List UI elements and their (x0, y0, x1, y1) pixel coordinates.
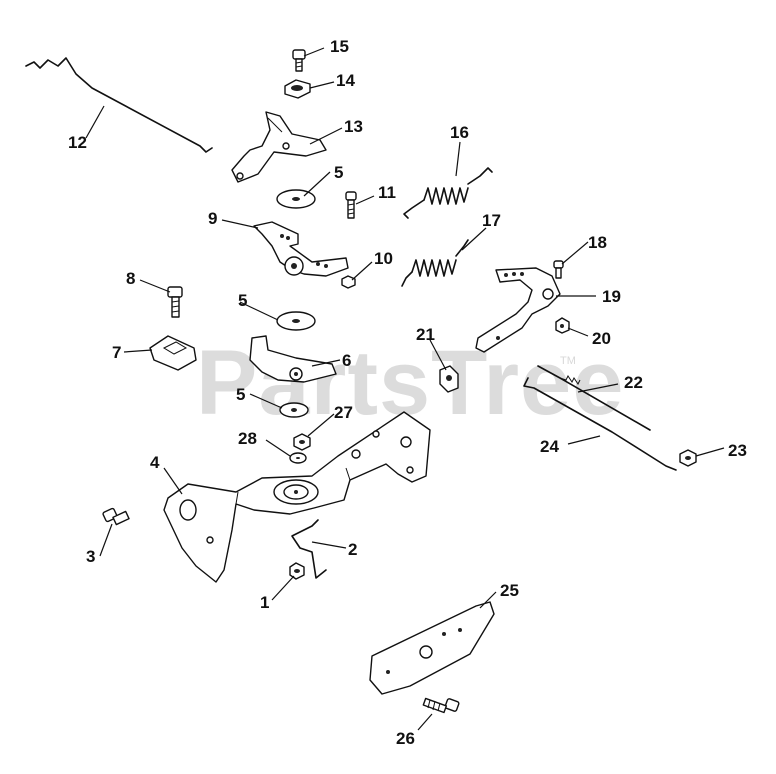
part-20-nut[interactable] (555, 317, 570, 334)
callout-5-lower[interactable]: 5 (236, 385, 245, 404)
callout-16[interactable]: 16 (450, 123, 469, 142)
part-5-washer-upper[interactable] (276, 189, 316, 209)
callout-25[interactable]: 25 (500, 581, 519, 600)
part-12-governor-link[interactable] (25, 57, 213, 153)
part-15-screw[interactable] (292, 49, 306, 72)
callout-15[interactable]: 15 (330, 37, 349, 56)
part-26-bolt[interactable] (422, 697, 460, 714)
watermark-tm: TM (560, 355, 576, 367)
callout-17[interactable]: 17 (482, 211, 501, 230)
callout-14[interactable]: 14 (336, 71, 355, 90)
callout-26[interactable]: 26 (396, 729, 415, 748)
callout-1[interactable]: 1 (260, 593, 269, 612)
callout-18[interactable]: 18 (588, 233, 607, 252)
callout-9[interactable]: 9 (208, 209, 217, 228)
part-4-control-bracket[interactable] (163, 411, 431, 583)
part-21-clamp[interactable] (439, 365, 459, 393)
callout-4[interactable]: 4 (150, 453, 160, 472)
part-19-control-lever[interactable] (475, 267, 561, 353)
part-2-spring-clip[interactable] (291, 519, 327, 579)
part-7-clip[interactable] (149, 335, 197, 371)
part-14-washer[interactable] (284, 79, 311, 99)
part-22-choke-rod[interactable] (537, 365, 651, 431)
callout-2[interactable]: 2 (348, 540, 357, 559)
callout-19[interactable]: 19 (602, 287, 621, 306)
part-13-throttle-bracket[interactable] (231, 111, 327, 183)
part-24-throttle-rod[interactable] (523, 377, 677, 471)
callout-13[interactable]: 13 (344, 117, 363, 136)
callout-5-upper[interactable]: 5 (334, 163, 343, 182)
callout-6[interactable]: 6 (342, 351, 351, 370)
part-28-washer[interactable] (289, 452, 307, 464)
part-25-plate[interactable] (369, 601, 495, 695)
part-23-nut[interactable] (679, 449, 697, 467)
part-3-screw[interactable] (102, 507, 130, 526)
part-9-lever[interactable] (253, 221, 349, 277)
part-18-screw[interactable] (553, 260, 564, 279)
callout-5-middle[interactable]: 5 (238, 291, 247, 310)
callout-11[interactable]: 11 (378, 183, 396, 202)
callout-20[interactable]: 20 (592, 329, 611, 348)
part-17-spring[interactable] (401, 239, 469, 287)
part-1-nut[interactable] (289, 562, 305, 580)
part-5-washer-middle[interactable] (276, 311, 316, 331)
part-11-screw[interactable] (345, 191, 357, 219)
callout-10[interactable]: 10 (374, 249, 393, 268)
callout-27[interactable]: 27 (334, 403, 353, 422)
part-10-nut[interactable] (341, 275, 356, 289)
callout-24[interactable]: 24 (540, 437, 559, 456)
callout-21[interactable]: 21 (416, 325, 435, 344)
part-5-washer-lower[interactable] (279, 402, 309, 418)
callout-labels: 1 2 3 4 5 5 5 6 7 8 9 10 11 12 13 14 15 … (68, 37, 747, 748)
callout-22[interactable]: 22 (624, 373, 643, 392)
callout-3[interactable]: 3 (86, 547, 95, 566)
callout-8[interactable]: 8 (126, 269, 135, 288)
callout-12[interactable]: 12 (68, 133, 87, 152)
leader-lines (85, 47, 725, 731)
part-16-spring[interactable] (403, 167, 493, 219)
part-8-bolt[interactable] (167, 286, 183, 318)
callout-7[interactable]: 7 (112, 343, 121, 362)
part-27-nut[interactable] (293, 433, 311, 451)
part-6-lever-plate[interactable] (249, 335, 337, 383)
callout-23[interactable]: 23 (728, 441, 747, 460)
callout-28[interactable]: 28 (238, 429, 257, 448)
